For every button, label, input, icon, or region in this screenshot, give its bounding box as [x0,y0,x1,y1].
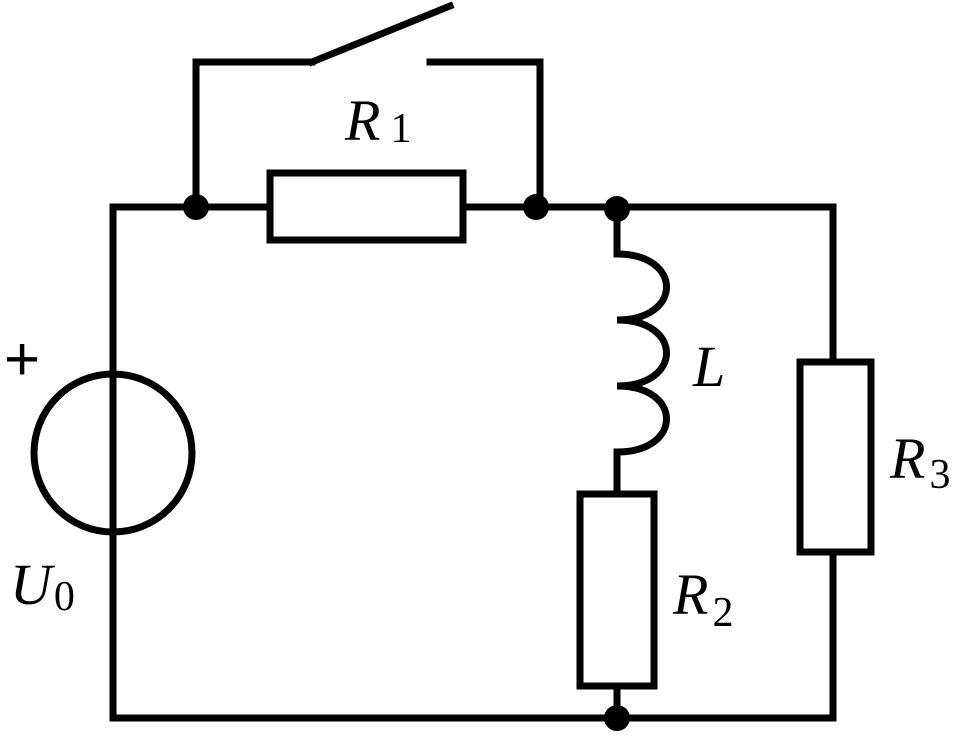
node-left-r1 [183,194,209,220]
label-r3-main: R [889,426,925,491]
label-source: U0 [10,552,75,620]
label-r2-main: R [672,562,708,627]
wires [109,203,837,722]
switch-wire-right [426,58,544,211]
label-r1-sub: 1 [390,106,411,152]
label-polarity-plus: + [4,325,40,394]
resistor-r1 [266,169,467,244]
label-r1-main: R [344,88,380,153]
label-source-main: U [10,552,56,617]
node-top-inductor [604,196,630,222]
label-r2-sub: 2 [712,590,733,636]
resistor-r3 [796,358,875,556]
label-r3-sub: 3 [929,452,950,498]
junction-nodes [183,194,630,731]
label-r3: R3 [889,426,950,498]
switch-blade [307,1,455,67]
resistor-r2 [576,490,658,690]
node-right-r1 [523,194,549,220]
node-bottom-r2 [604,705,630,731]
label-source-sub: 0 [54,574,75,620]
inductor-l [613,250,670,456]
label-inductor: L [692,334,725,399]
voltage-source-u0 [30,370,196,536]
label-r2: R2 [672,562,733,636]
switch [192,1,544,211]
switch-wire-left [192,58,316,211]
